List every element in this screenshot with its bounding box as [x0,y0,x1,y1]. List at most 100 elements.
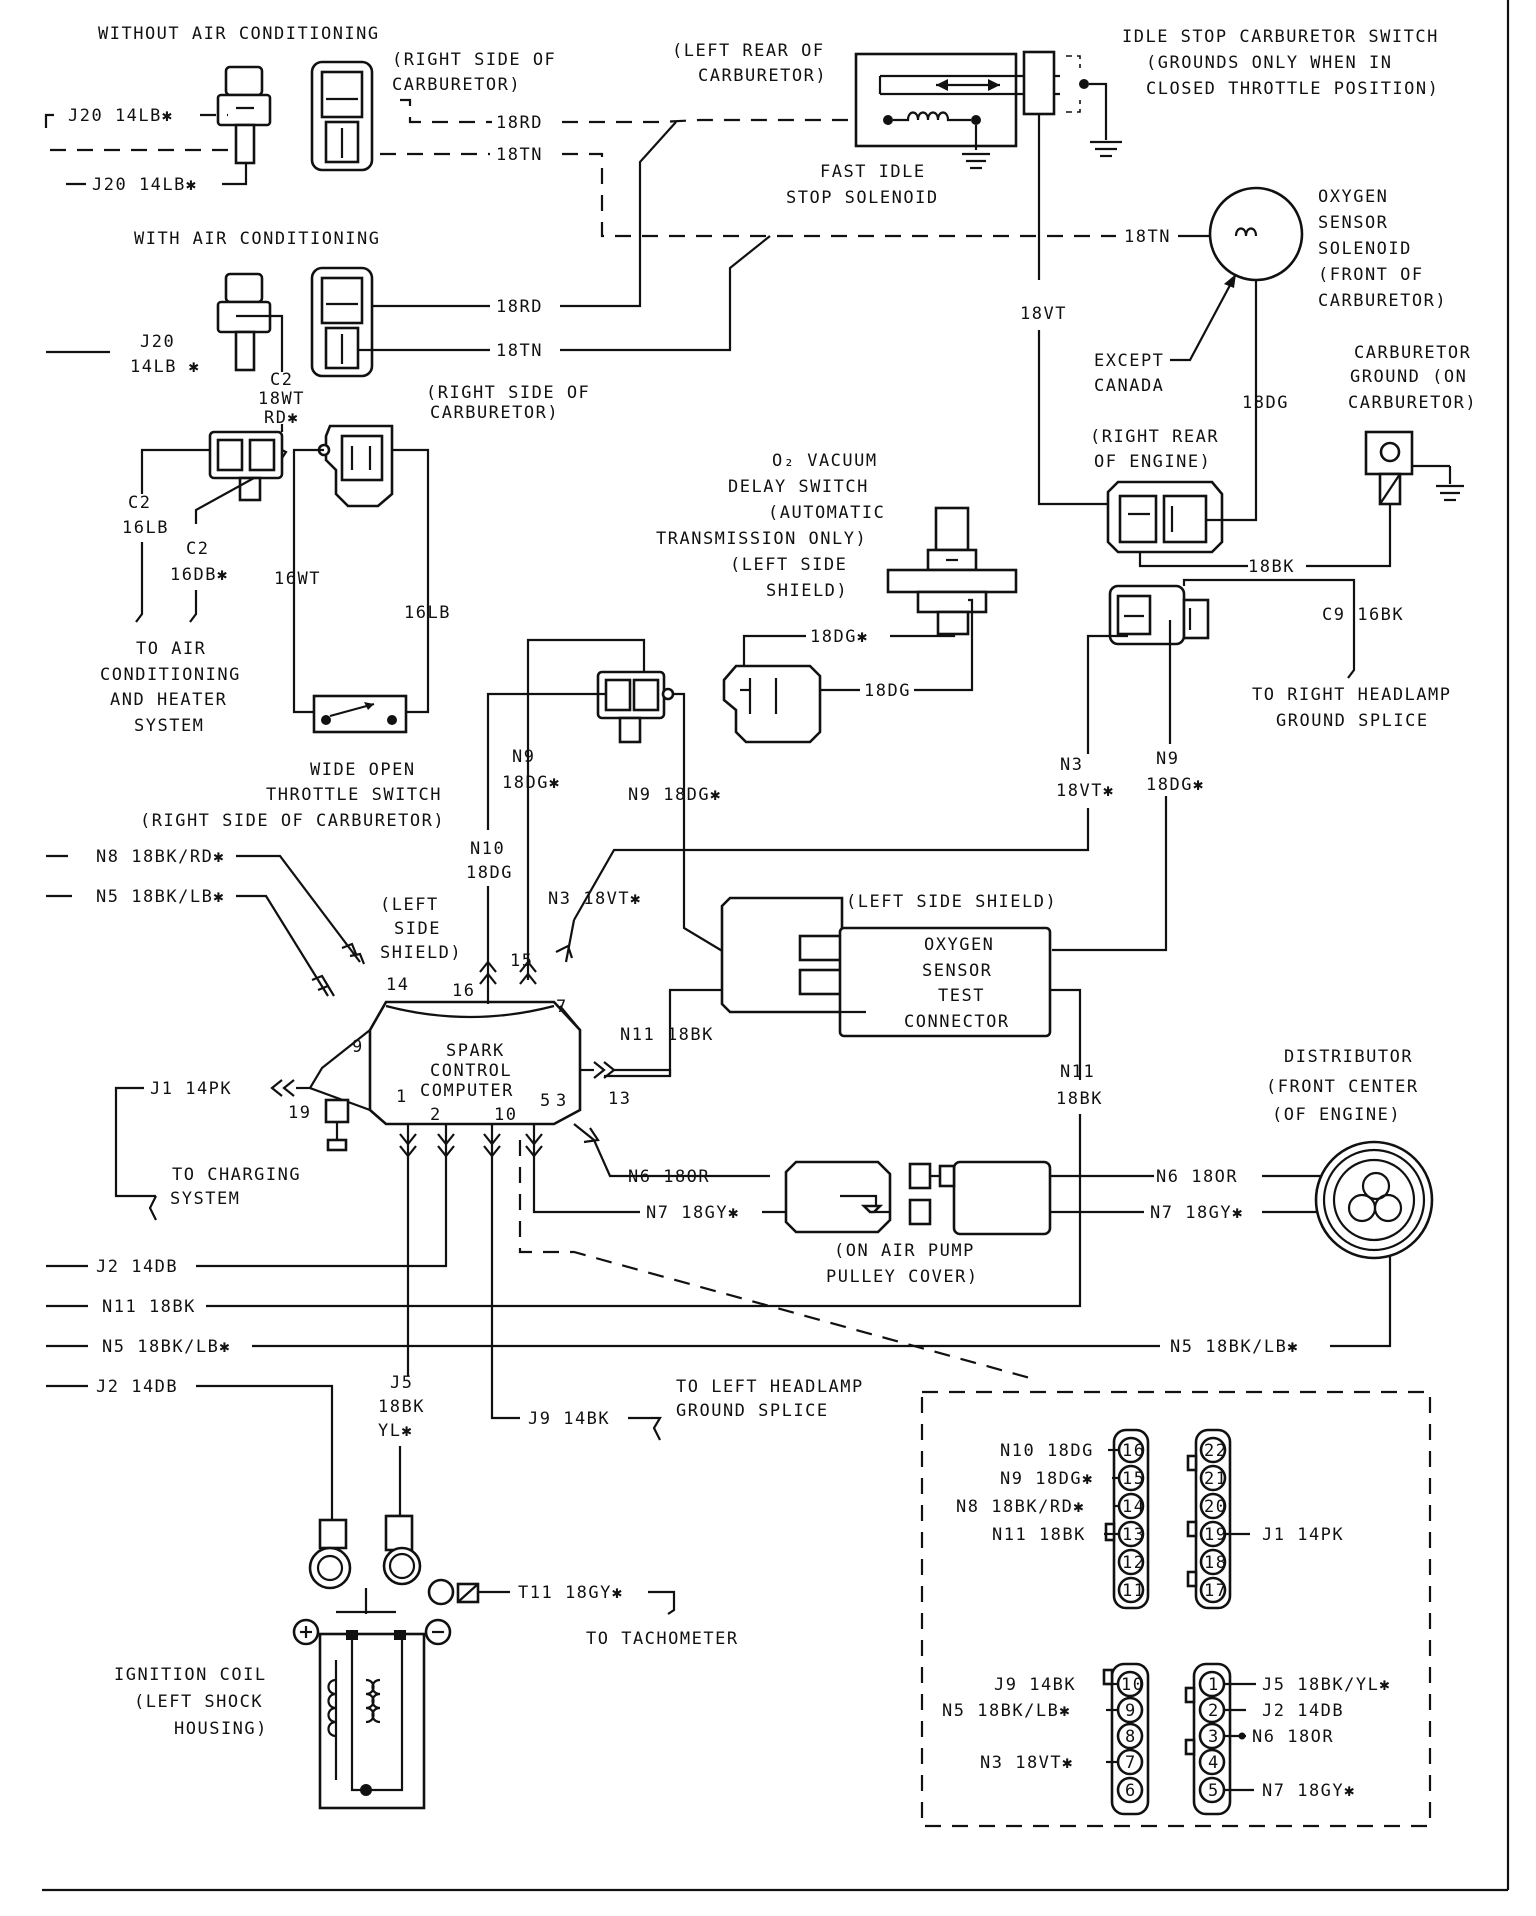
n9-right-2: 18DG✱ [1146,775,1205,795]
connector-without-ac-right [310,60,374,172]
vacuum-switch-2: DELAY SWITCH [728,477,869,497]
j9-label: J9 14BK [528,1409,610,1429]
to-tachometer: TO TACHOMETER [586,1629,739,1649]
pin-u17: 17 [1204,1581,1227,1601]
c9-label: C9 16BK [1322,605,1404,625]
wire-18dg: 18DG [1242,393,1289,413]
n7-left: N7 18GY✱ [646,1203,740,1223]
j2-b-label: J2 14DB [96,1377,178,1397]
n6-right: N6 18OR [1156,1167,1238,1187]
left-side-shield2: (LEFT SIDE SHIELD) [846,892,1057,912]
vacuum-delay-switch [886,506,1018,636]
n11-b-2: 18BK [1056,1089,1103,1109]
o2-solenoid-4: (FRONT OF [1318,265,1424,285]
wire-18tn-o2: 18TN [1124,227,1171,247]
distributor-3: (OF ENGINE) [1272,1105,1401,1125]
detail-lower-left-block [1102,1662,1150,1816]
pin-l7: 7 [1125,1753,1137,1773]
connector-wot [317,424,394,508]
vacuum-switch-3: (AUTOMATIC [768,503,885,523]
connector-n9-mid [596,670,675,744]
o2-test-1: OXYGEN [924,935,994,955]
spark-computer-2: CONTROL [430,1061,512,1081]
detail-lower-right-block [1184,1662,1232,1816]
with-ac-title: WITH AIR CONDITIONING [134,229,380,249]
pin-19: 19 [288,1103,311,1123]
to-right-headlamp-1: TO RIGHT HEADLAMP [1252,685,1452,705]
wot-switch-1: WIDE OPEN [310,760,416,780]
ignition-coil-1: IGNITION COIL [114,1665,267,1685]
o2-test-4: CONNECTOR [904,1012,1010,1032]
o2-solenoid-1: OXYGEN [1318,187,1388,207]
o2-test-2: SENSOR [922,961,992,981]
pin-l3: 3 [1208,1727,1220,1747]
without-ac-carb-right-2: CARBURETOR) [392,75,521,95]
pin-l4: 4 [1208,1753,1220,1773]
pin-15: 15 [510,951,533,971]
pin-2: 2 [430,1105,442,1125]
c2-wtrd-2: 18WT [258,389,305,409]
n11-c-label: N11 18BK [102,1297,196,1317]
j20-ac-1: J20 [140,332,175,352]
o2-solenoid-2: SENSOR [1318,213,1388,233]
detail-n9: N9 18DG✱ [1000,1469,1094,1489]
o2-test-3: TEST [938,986,985,1006]
pin-l8: 8 [1125,1727,1137,1747]
c2-wtrd-1: C2 [270,370,293,390]
n5-bottom-left: N5 18BK/LB✱ [102,1337,231,1357]
wire-18dg-2: 18DG [864,681,911,701]
detail-n10: N10 18DG [1000,1441,1094,1461]
pin-u12: 12 [1122,1553,1145,1573]
wire-18vt: 18VT [1020,304,1067,324]
pin-u21: 21 [1204,1469,1227,1489]
without-ac-carb-right-1: (RIGHT SIDE OF [392,50,556,70]
ignition-coil-3: HOUSING) [174,1719,268,1739]
to-ac-4: SYSTEM [134,716,204,736]
to-charging-1: TO CHARGING [172,1165,301,1185]
air-pump-1: (ON AIR PUMP [834,1241,975,1261]
c2-lb-2: 16LB [122,518,169,538]
fast-idle-solenoid [854,52,1060,170]
pin-l5: 5 [1208,1781,1220,1801]
vacuum-switch-1: O₂ VACUUM [772,451,878,471]
carb-ground-2: GROUND (ON [1350,367,1467,387]
j20-ac-2: 14LB ✱ [130,357,200,377]
with-ac-wire-tn: 18TN [496,341,543,361]
connector-detail-box [920,1390,1432,1828]
idle-stop-switch [1022,50,1122,280]
detail-j1: J1 14PK [1262,1525,1344,1545]
distributor-2: (FRONT CENTER [1266,1077,1419,1097]
pin-u15: 15 [1122,1469,1145,1489]
n3-top-1: N3 [1060,755,1083,775]
except-canada-2: CANADA [1094,376,1164,396]
c2-wtrd-3: RD✱ [264,408,299,428]
distributor-1: DISTRIBUTOR [1284,1047,1413,1067]
pin-u18: 18 [1204,1553,1227,1573]
idle-switch-3: CLOSED THROTTLE POSITION) [1146,79,1439,99]
carb-ground-1: CARBURETOR [1354,343,1471,363]
detail-upper-right-block [1186,1428,1232,1610]
wot-switch-3: (RIGHT SIDE OF CARBURETOR) [140,811,445,831]
pin-l9: 9 [1125,1701,1137,1721]
wot-switch-2: THROTTLE SWITCH [266,785,442,805]
left-side-shield-3: SHIELD) [380,943,462,963]
idle-switch-1: IDLE STOP CARBURETOR SWITCH [1122,27,1439,47]
connector-with-ac-left [216,272,272,372]
spark-control-computer [308,1000,582,1152]
connector-c9 [1108,584,1210,646]
pin-u16: 16 [1122,1441,1145,1461]
c2-lb-1: C2 [128,493,151,513]
ignition-coil [292,1476,480,1810]
vacuum-switch-5: (LEFT SIDE [730,555,847,575]
o2-solenoid-5: CARBURETOR) [1318,291,1447,311]
with-ac-wire-rd: 18RD [496,297,543,317]
right-rear-engine-1: (RIGHT REAR [1090,427,1219,447]
j20-label-b: J20 14LB✱ [92,175,198,195]
n9-mid-label: N9 18DG✱ [628,785,722,805]
detail-n7: N7 18GY✱ [1262,1781,1356,1801]
spark-computer-3: COMPUTER [420,1081,514,1101]
pin-1: 1 [396,1087,408,1107]
pin-l1: 1 [1208,1675,1220,1695]
